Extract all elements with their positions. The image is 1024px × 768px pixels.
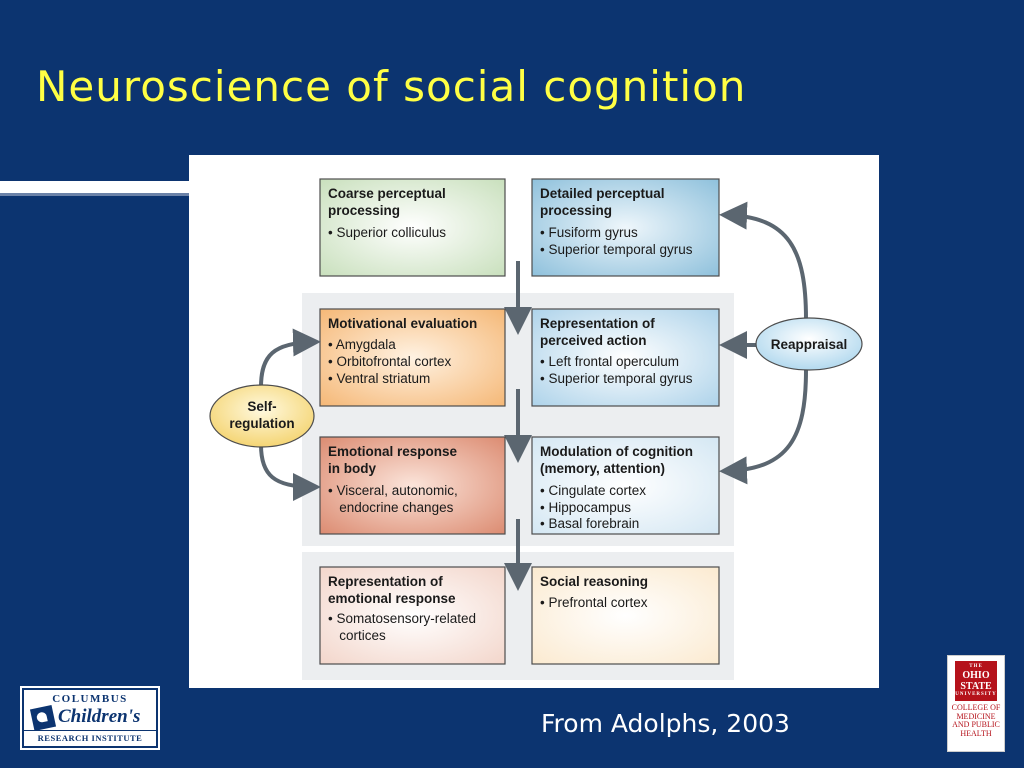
box-title: Representation of	[328, 574, 443, 589]
box-item: • Visceral, autonomic,	[328, 483, 458, 498]
osu-college-line: HEALTH	[960, 728, 992, 738]
ohio-state-logo: THE OHIO STATE UNIVERSITY COLLEGE OF MED…	[947, 655, 1005, 752]
box-title: perceived action	[540, 333, 647, 348]
oval-label: Self-	[247, 399, 276, 414]
logo-bottom-text: RESEARCH INSTITUTE	[24, 730, 156, 743]
logo-mark-icon	[29, 704, 57, 732]
reappraisal-arrows	[719, 201, 808, 485]
box-item: • Hippocampus	[540, 500, 631, 515]
box-item: • Prefrontal cortex	[540, 595, 648, 610]
arrow-to-motivational	[259, 328, 321, 388]
osu-university: UNIVERSITY	[955, 692, 997, 697]
box-title: (memory, attention)	[540, 461, 665, 476]
box-item: • Orbitofrontal cortex	[328, 354, 452, 369]
osu-seal: THE OHIO STATE UNIVERSITY	[955, 661, 997, 701]
box-item: endocrine changes	[328, 500, 454, 515]
box-item: • Somatosensory-related	[328, 611, 476, 626]
osu-name-1: OHIO	[962, 670, 990, 681]
diagram-figure: Coarse perceptual processing • Superior …	[189, 155, 879, 688]
osu-college-line: MEDICINE	[956, 711, 996, 721]
box-coarse-processing: Coarse perceptual processing • Superior …	[319, 178, 506, 277]
box-title: Modulation of cognition	[540, 444, 693, 459]
box-modulation-cognition: Modulation of cognition (memory, attenti…	[531, 436, 720, 535]
osu-the: THE	[969, 664, 983, 669]
box-item: • Basal forebrain	[540, 516, 639, 531]
arrow-to-modulation	[719, 369, 808, 485]
logo-middle-text: Children's	[58, 706, 141, 727]
box-item: • Ventral striatum	[328, 371, 430, 386]
citation-caption: From Adolphs, 2003	[541, 709, 790, 738]
box-title: Motivational evaluation	[328, 316, 477, 331]
box-title: Emotional response	[328, 444, 458, 459]
box-representation-perceived-action: Representation of perceived action • Lef…	[531, 308, 720, 407]
osu-college-text: COLLEGE OF MEDICINE AND PUBLIC HEALTH	[948, 703, 1004, 738]
box-item: cortices	[328, 628, 386, 643]
box-title: Coarse perceptual	[328, 186, 446, 201]
title-divider	[0, 181, 190, 196]
box-emotional-response-body: Emotional response in body • Visceral, a…	[319, 436, 506, 535]
box-title: Social reasoning	[540, 574, 648, 589]
box-motivational-evaluation: Motivational evaluation • Amygdala • Orb…	[319, 308, 506, 407]
logo-top-text: COLUMBUS	[52, 693, 128, 705]
oval-self-regulation: Self- regulation	[209, 384, 315, 448]
self-regulation-arrows	[259, 328, 321, 501]
box-title: emotional response	[328, 591, 456, 606]
box-title: Detailed perceptual	[540, 186, 665, 201]
oval-label: regulation	[229, 416, 294, 431]
box-item: • Superior colliculus	[328, 225, 446, 240]
diagram-svg: Coarse perceptual processing • Superior …	[209, 178, 863, 680]
box-title: processing	[540, 203, 612, 218]
arrow-to-detailed	[719, 201, 808, 320]
box-title: in body	[328, 461, 376, 476]
oval-reappraisal: Reappraisal	[755, 317, 863, 371]
box-item: • Left frontal operculum	[540, 354, 679, 369]
osu-name-2: STATE	[960, 681, 992, 692]
box-item: • Fusiform gyrus	[540, 225, 638, 240]
arrow-to-emotional-body	[259, 444, 321, 501]
oval-label: Reappraisal	[771, 337, 848, 352]
slide-title: Neuroscience of social cognition	[36, 62, 747, 111]
columbus-childrens-logo: COLUMBUS Children's RESEARCH INSTITUTE	[20, 686, 160, 750]
box-item: • Cingulate cortex	[540, 483, 646, 498]
osu-college-line: AND PUBLIC	[952, 720, 1000, 729]
box-item: • Superior temporal gyrus	[540, 242, 693, 257]
osu-college-line: COLLEGE OF	[951, 703, 1001, 712]
box-representation-emotional-response: Representation of emotional response • S…	[319, 566, 506, 665]
box-social-reasoning: Social reasoning • Prefrontal cortex	[531, 566, 720, 665]
box-detailed-processing: Detailed perceptual processing • Fusifor…	[531, 178, 720, 277]
box-title: processing	[328, 203, 400, 218]
box-item: • Superior temporal gyrus	[540, 371, 693, 386]
box-title: Representation of	[540, 316, 655, 331]
box-item: • Amygdala	[328, 337, 396, 352]
